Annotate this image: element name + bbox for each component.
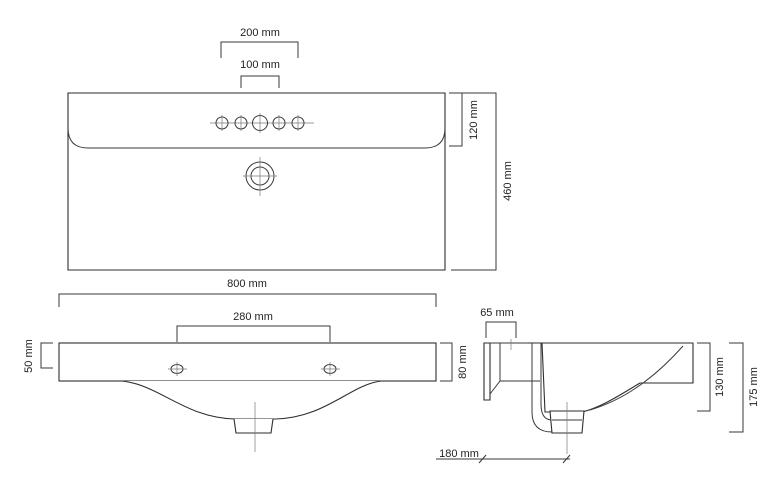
dim-50-label: 50 mm: [23, 339, 35, 373]
front-tap-markers: [168, 362, 340, 376]
dim-460-bracket: [451, 92, 497, 271]
dim-65-bracket: [485, 321, 517, 338]
dim-100-bracket: [240, 75, 280, 88]
dim-50-bracket: [40, 342, 53, 369]
side-view-profile: [528, 342, 694, 413]
dim-460-label: 460 mm: [502, 161, 514, 201]
dim-280-label: 280 mm: [233, 311, 273, 323]
dim-130-bracket: [697, 342, 711, 412]
front-view-slab: [58, 342, 437, 382]
dim-100-label: 100 mm: [240, 59, 280, 71]
dim-120-bracket: [449, 92, 463, 147]
top-view-body: [67, 128, 446, 271]
side-view-bracket: [483, 342, 491, 401]
dim-200-label: 200 mm: [240, 27, 280, 39]
top-view: 200 mm 100 mm 120 mm 460 mm 800 mm: [58, 27, 514, 307]
dim-200-bracket: [220, 41, 299, 58]
dim-180-label: 180 mm: [439, 448, 479, 460]
dim-175-label: 175 mm: [748, 367, 760, 407]
drain-symbol: [243, 157, 277, 196]
dim-800-bracket: [58, 293, 437, 307]
front-view-bowl: [121, 380, 382, 420]
dim-65-label: 65 mm: [480, 307, 514, 319]
dim-800-label: 800 mm: [227, 278, 267, 290]
dim-175-bracket: [729, 342, 744, 433]
front-view-drain: [233, 418, 274, 434]
tap-holes: [210, 113, 314, 133]
dim-80-bracket: [440, 342, 453, 382]
front-view: 280 mm 50 mm 80 mm: [23, 311, 469, 452]
top-view-ledge: [67, 127, 446, 149]
dim-120-label: 120 mm: [468, 100, 480, 140]
dim-130-label: 130 mm: [714, 357, 726, 397]
dim-80-label: 80 mm: [457, 345, 469, 379]
side-view: 65 mm 130 mm 175 mm 180 mm: [436, 307, 760, 464]
dim-280-bracket: [176, 325, 331, 342]
